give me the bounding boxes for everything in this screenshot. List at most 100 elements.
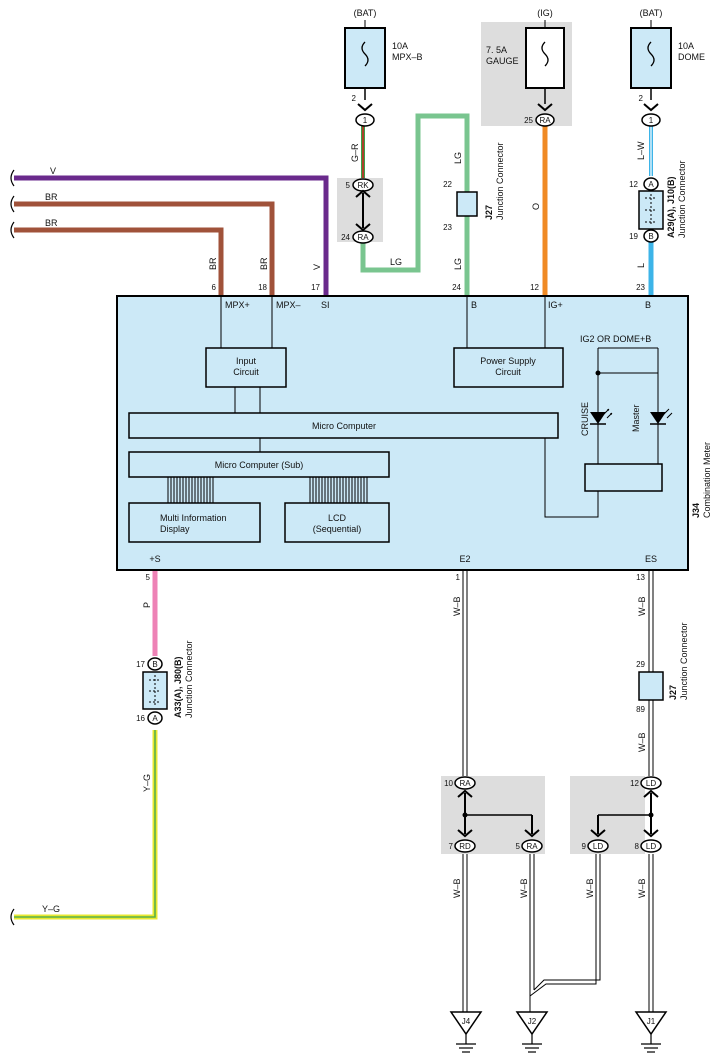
fuse-gauge-name: GAUGE: [486, 56, 519, 66]
wire-label-y-g: Y–G: [142, 774, 152, 792]
wire-label-lg: LG: [453, 152, 463, 164]
svg-text:RA: RA: [357, 233, 369, 242]
svg-text:Display: Display: [160, 524, 190, 534]
svg-text:Junction Connector: Junction Connector: [679, 622, 689, 700]
svg-text:A29(A), J10(B): A29(A), J10(B): [666, 176, 676, 238]
svg-text:7: 7: [449, 842, 454, 851]
wire-label-w-b: W–B: [452, 596, 462, 616]
svg-text:J27: J27: [668, 685, 678, 700]
led-driver-box: [584, 463, 663, 492]
fuse-mpx-b-amp: 10A: [392, 41, 408, 51]
svg-text:A: A: [152, 714, 158, 723]
chevron-up-icon: [457, 789, 473, 798]
led-cruise-icon: [590, 408, 613, 425]
terminal-si: SI: [321, 300, 330, 310]
wire-label-lg: LG: [453, 258, 463, 270]
svg-text:J1: J1: [647, 1017, 656, 1026]
wire-v: [14, 175, 329, 296]
micro-computer-sub-label: Micro Computer (Sub): [215, 460, 304, 470]
svg-text:5: 5: [516, 842, 521, 851]
terminal-es: ES: [645, 554, 657, 564]
svg-text:Circuit: Circuit: [495, 367, 521, 377]
wire-label-g-r: G–R: [350, 143, 360, 162]
junction-j27-top: 22 23 J27 Junction Connector: [443, 142, 505, 232]
svg-text:89: 89: [636, 705, 645, 714]
svg-text:Junction Connector: Junction Connector: [495, 142, 505, 220]
svg-text:1: 1: [363, 116, 368, 125]
svg-text:1: 1: [649, 116, 654, 125]
wire-lg: [360, 113, 470, 296]
svg-text:10: 10: [444, 779, 453, 788]
svg-text:29: 29: [636, 660, 645, 669]
master-label: Master: [631, 404, 641, 432]
lcd-label: LCD: [328, 513, 347, 523]
connector-1-left: 1: [355, 103, 375, 127]
wire-label-lg: LG: [390, 257, 402, 267]
connector-ra-gauge: RA: [535, 103, 555, 127]
fuse-dome-pin: 2: [639, 94, 644, 103]
svg-text:8: 8: [635, 842, 640, 851]
svg-text:23: 23: [443, 223, 452, 232]
power-supply-circuit-box: [453, 347, 564, 388]
input-circuit-box: [205, 347, 287, 388]
svg-text:24: 24: [341, 233, 350, 242]
ground-j4: J4: [449, 1011, 483, 1053]
fuse-dome: (BAT) 10A DOME 2: [630, 8, 705, 103]
ground-j1: J1: [634, 1011, 668, 1053]
svg-text:Circuit: Circuit: [233, 367, 259, 377]
terminal-plus-s: +S: [149, 554, 160, 564]
wire-y-g: [14, 730, 158, 920]
multi-info-display-label: Multi Information: [160, 513, 227, 523]
terminal-e2: E2: [459, 554, 470, 564]
fuse-mpx-b-source: (BAT): [354, 8, 377, 18]
wire-break-icon: [10, 195, 15, 213]
svg-text:RA: RA: [526, 842, 538, 851]
terminal-mpx-plus: MPX+: [225, 300, 250, 310]
wire-label-w-b: W–B: [519, 878, 529, 898]
svg-text:Junction Connector: Junction Connector: [184, 640, 194, 718]
wire-label-w-b: W–B: [452, 878, 462, 898]
terminal-ig-plus: IG+: [548, 300, 563, 310]
svg-text:RK: RK: [357, 181, 369, 190]
junction-a29-j10: A B 12 19 A29(A), J10(B) Junction Connec…: [629, 160, 687, 243]
svg-text:J27: J27: [484, 205, 494, 220]
junction-a33-j80: B A 17 16 A33(A), J80(B) Junction Connec…: [136, 640, 194, 725]
svg-text:19: 19: [629, 232, 638, 241]
chevron-down-icon: [590, 829, 606, 838]
svg-text:RA: RA: [539, 116, 551, 125]
chevron-down-icon: [357, 103, 373, 112]
fuse-dome-name: DOME: [678, 52, 705, 62]
chevron-down-icon: [537, 103, 553, 112]
wire-br-2: [14, 227, 224, 296]
svg-text:A: A: [648, 180, 654, 189]
wire-label-w-b: W–B: [637, 596, 647, 616]
wire-label-w-b: W–B: [637, 732, 647, 752]
svg-text:16: 16: [136, 714, 145, 723]
wire-label-v: V: [312, 264, 322, 270]
svg-text:9: 9: [582, 842, 587, 851]
svg-text:B: B: [152, 660, 157, 669]
fuse-dome-source: (BAT): [640, 8, 663, 18]
wire-label-br: BR: [45, 218, 58, 228]
bus-lines-lcd: [309, 477, 368, 503]
fuse-symbol-icon: [361, 41, 369, 67]
svg-text:LD: LD: [646, 842, 656, 851]
svg-text:1: 1: [456, 573, 461, 582]
wire-label-br: BR: [208, 257, 218, 270]
svg-text:RD: RD: [459, 842, 471, 851]
wire-label-v: V: [50, 166, 56, 176]
chevron-up-icon: [355, 189, 371, 198]
wire-label-br: BR: [259, 257, 269, 270]
meter-desc: Combination Meter: [702, 442, 712, 518]
svg-text:12: 12: [629, 180, 638, 189]
svg-text:17: 17: [136, 660, 145, 669]
power-supply-label: Power Supply: [480, 356, 536, 366]
terminal-mpx-minus: MPX–: [276, 300, 301, 310]
svg-text:LD: LD: [646, 779, 656, 788]
wire-break-icon: [10, 908, 15, 926]
fuse-mpx-b: (BAT) 10A MPX–B 2: [344, 8, 423, 103]
svg-text:(Sequential): (Sequential): [313, 524, 362, 534]
svg-text:B: B: [648, 232, 653, 241]
junction-j27-bottom: 29 89 J27 Junction Connector: [636, 622, 689, 714]
